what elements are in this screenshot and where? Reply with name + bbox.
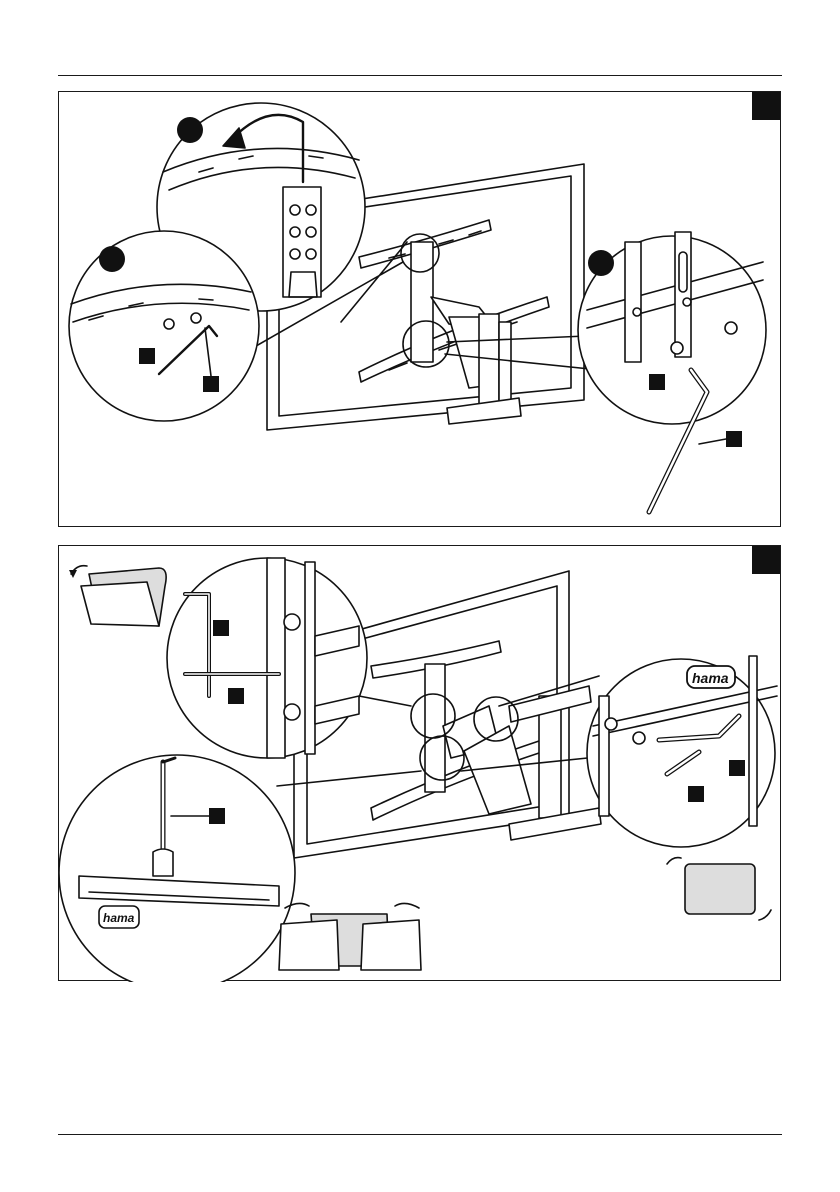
part-label-box [228, 688, 244, 704]
vertical-bracket [411, 242, 433, 362]
detail-circle-swivel [167, 558, 367, 758]
footer-rule [58, 1134, 782, 1135]
vertical-bracket [425, 664, 445, 792]
step-number-badge [177, 117, 203, 143]
step-number-badge [588, 250, 614, 276]
tilt-card-gray [69, 566, 166, 626]
part-label-box [213, 620, 229, 636]
step-panel-2: hama hama [58, 545, 781, 981]
hama-logo-small: hama [103, 911, 135, 925]
part-label-box [729, 760, 745, 776]
part-label-box [203, 376, 219, 392]
part-label-box [726, 431, 742, 447]
swivel-cards [279, 903, 421, 970]
part-label-box [688, 786, 704, 802]
tilt-card-right [667, 858, 771, 920]
part-label-box [139, 348, 155, 364]
hama-logo: hama [692, 670, 729, 686]
part-label-box [209, 808, 225, 824]
detail-circle-wrench [578, 232, 766, 512]
detail-circle-hexkey: hama [59, 755, 295, 982]
assembly-illustration-2: hama hama [59, 546, 782, 982]
header-rule [58, 75, 782, 76]
assembly-illustration-1 [59, 92, 782, 528]
step-number-badge [99, 246, 125, 272]
detail-circle-screws [69, 231, 259, 421]
detail-circle-clamp: hama [587, 656, 777, 847]
part-label-box [649, 374, 665, 390]
step-panel-1 [58, 91, 781, 527]
